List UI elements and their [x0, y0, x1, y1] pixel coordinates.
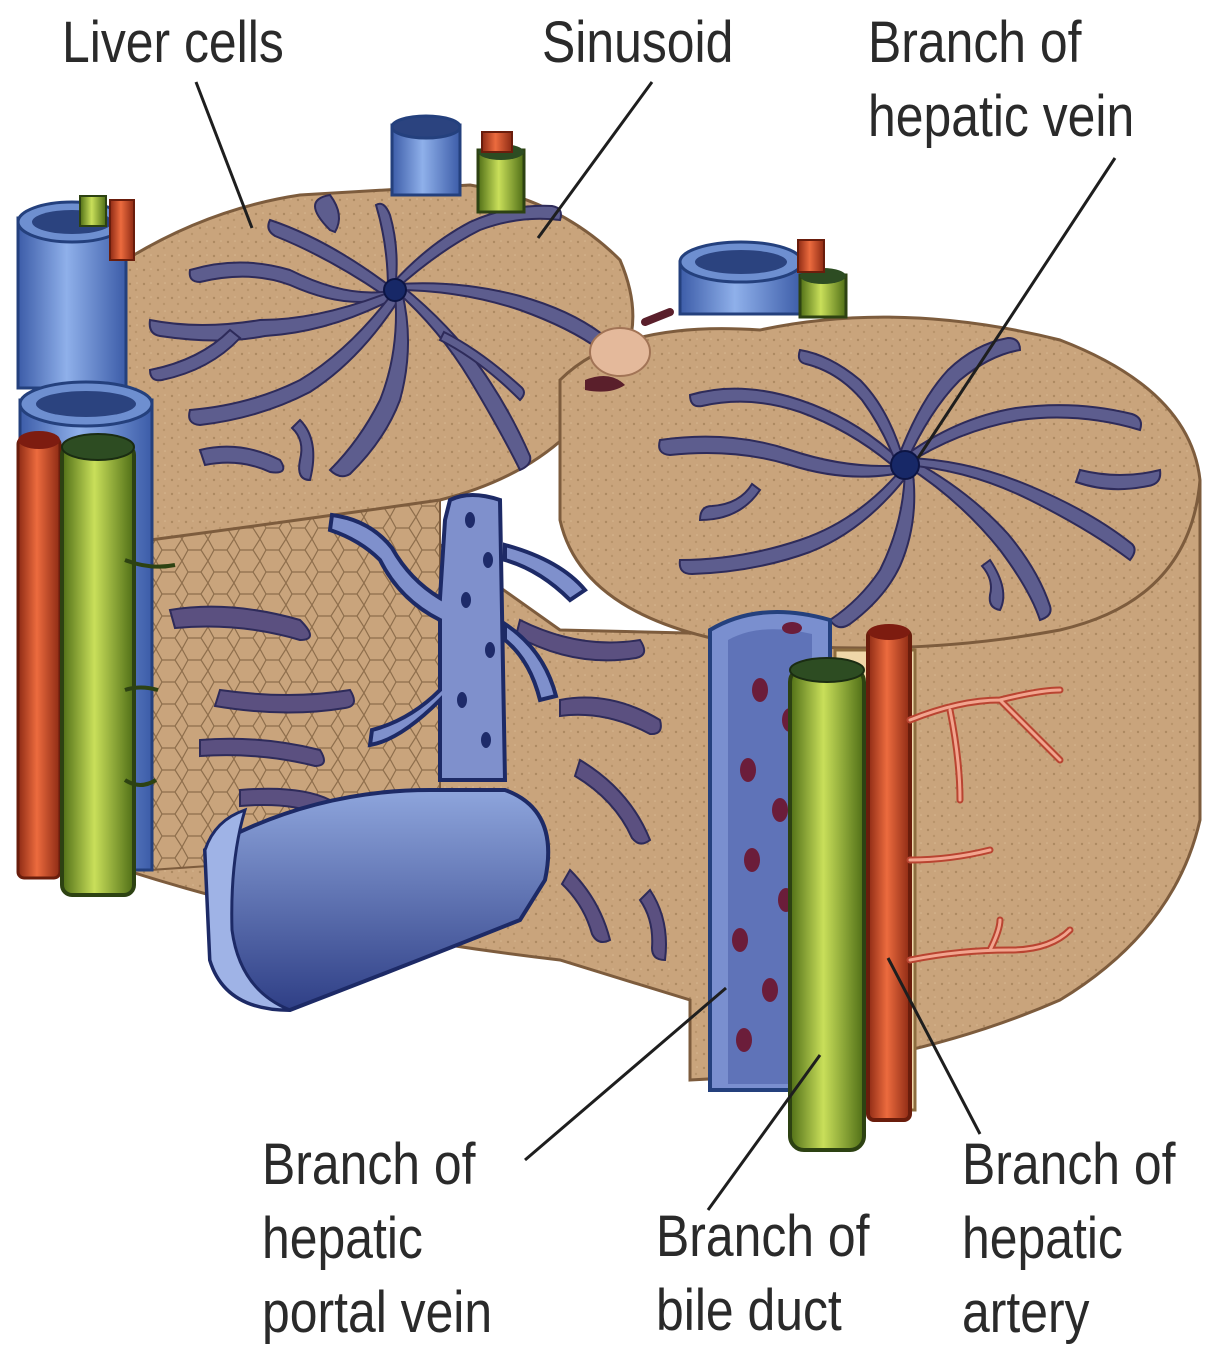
label-liver-cells: Liver cells [62, 6, 284, 80]
right-central-vein [891, 451, 919, 479]
portal-vein-open-pipe [205, 790, 548, 1010]
front-hepatic-artery [868, 630, 910, 1120]
label-hepatic-artery: Branch of hepatic artery [962, 1128, 1176, 1350]
front-bile-duct [790, 668, 864, 1150]
label-hepatic-portal-vein: Branch of hepatic portal vein [262, 1128, 492, 1350]
left-bile-duct [62, 445, 134, 895]
sinusoid-leader [538, 82, 652, 238]
left-artery [18, 438, 60, 878]
liver-cells-leader [196, 82, 252, 228]
label-hepatic-vein: Branch of hepatic vein [868, 6, 1134, 154]
label-bile-duct: Branch of bile duct [656, 1200, 870, 1348]
label-sinusoid: Sinusoid [542, 6, 733, 80]
left-central-vein [384, 279, 406, 301]
